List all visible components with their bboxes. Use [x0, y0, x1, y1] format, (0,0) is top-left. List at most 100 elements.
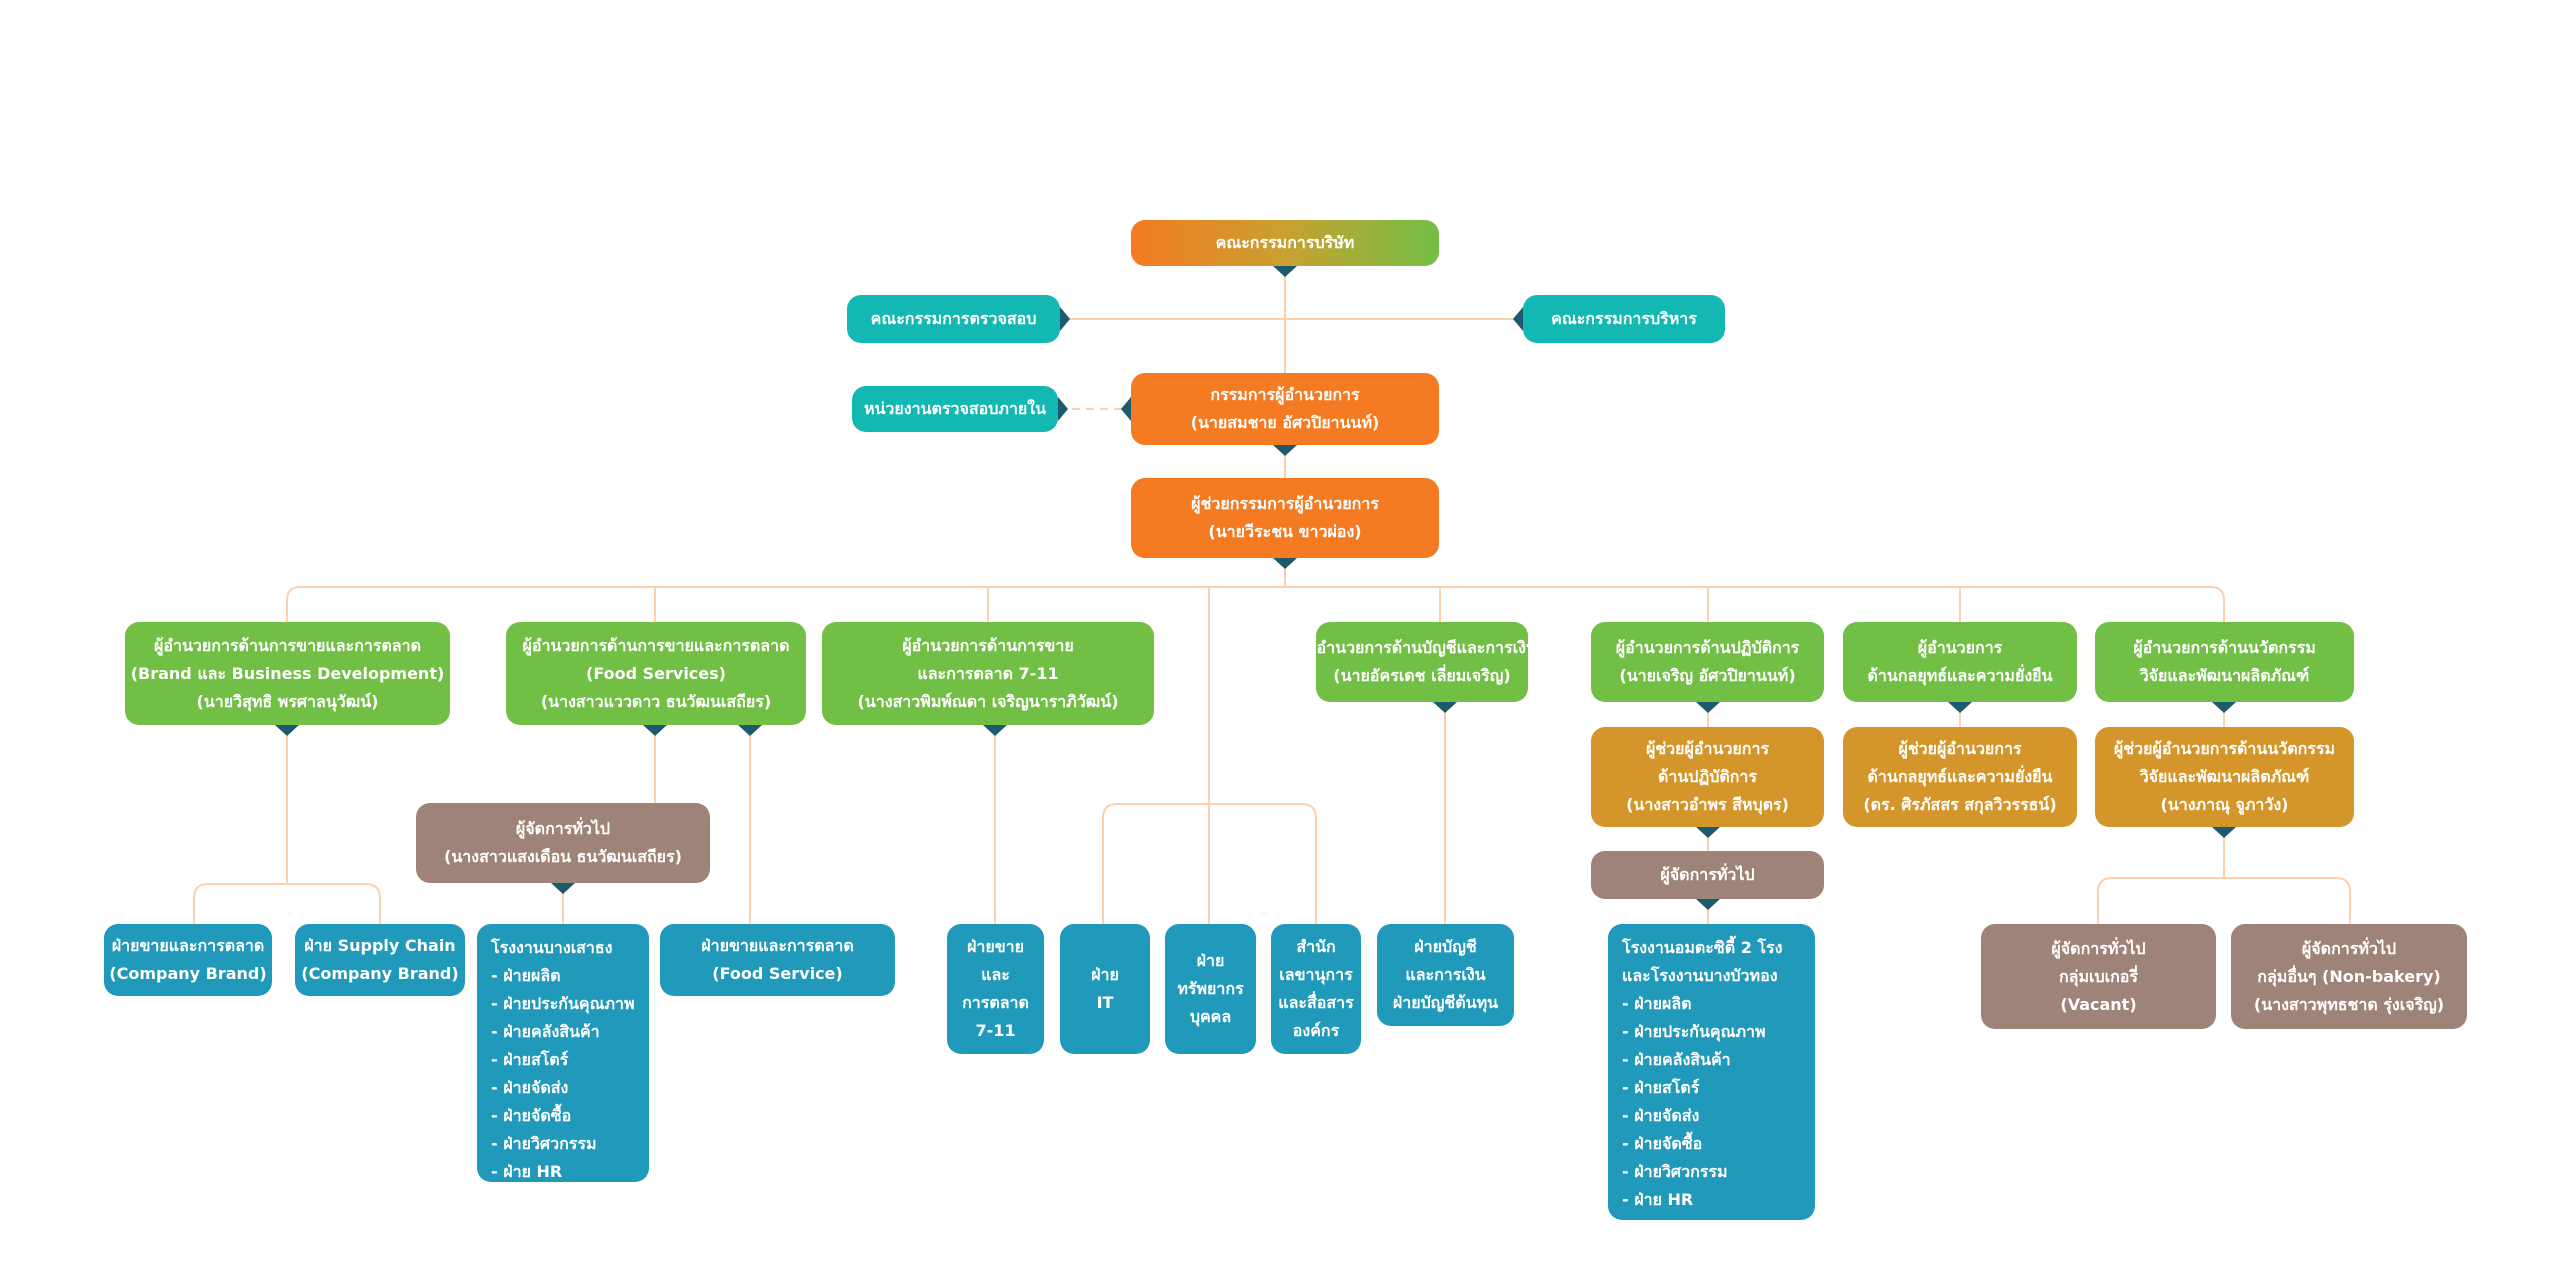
node-label-line: (นายสมชาย อัศวปิยานนท์)	[1190, 413, 1380, 432]
node-dir-711[interactable]: ผู้อำนวยการด้านการขายและการตลาด 7-11 (นาง…	[822, 622, 1154, 725]
arrow-dir-food-icon	[643, 725, 667, 736]
node-label-line: คณะกรรมการตรวจสอบ	[870, 309, 1037, 328]
node-label-line: ผู้จัดการทั่วไป	[515, 819, 611, 838]
node-label-line: และการตลาด 7-11	[917, 663, 1059, 683]
node-dept-sales-food-service[interactable]: ฝ่ายขายและการตลาด(Food Service)	[660, 924, 895, 996]
node-label-line: ผู้ช่วยผู้อำนวยการด้านนวัตกรรม	[2113, 739, 2336, 758]
node-label-line: ผู้อำนวยการด้านการขายและการตลาด	[154, 635, 421, 655]
node-label-line: ผู้ช่วยกรรมการผู้อำนวยการ	[1191, 494, 1379, 513]
node-label-line: ฝ่าย	[1196, 951, 1225, 970]
node-label-line: - ฝ่ายวิศวกรรม	[1622, 1162, 1728, 1181]
arrow-dir-strategy-icon	[1948, 702, 1972, 713]
node-dir-operations[interactable]: ผู้อำนวยการด้านปฏิบัติการ (นายเจริญ อัศวป…	[1591, 622, 1824, 702]
node-dept-amata[interactable]: โรงงานอมตะซิตี้ 2 โรงและโรงงานบางบัวทอง -…	[1608, 924, 1815, 1220]
node-label-line: - ฝ่ายประกันคุณภาพ	[1622, 1022, 1766, 1041]
node-label-line: - ฝ่ายคลังสินค้า	[1622, 1050, 1731, 1069]
node-label-line: (นางภาณุ จูภาวัง)	[2160, 795, 2289, 814]
connector-brand-branch	[193, 883, 381, 924]
node-dept-bangsaothong[interactable]: โรงงานบางเสาธง- ฝ่ายผลิต- ฝ่ายประกันคุณภ…	[477, 924, 649, 1182]
node-label-line: และการเงิน	[1405, 965, 1486, 984]
node-label-line: (นางสาวอำพร สีหบุตร)	[1626, 795, 1789, 814]
node-gm-operations[interactable]: ผู้จัดการทั่วไป	[1591, 851, 1824, 899]
node-label-line: ผู้จัดการทั่วไป	[1660, 865, 1755, 884]
node-dept-sales-company-brand[interactable]: ฝ่ายขายและการตลาด (Company Brand)	[104, 924, 272, 996]
node-label-line: ผู้อำนวยการด้านการขายและการตลาด	[522, 635, 790, 655]
node-label-line: ฝ่ายบัญชีต้นทุน	[1392, 993, 1499, 1012]
arrow-dir-innov-icon	[2212, 702, 2236, 713]
node-label-line: ฝ่ายขายและการตลาด	[111, 936, 265, 955]
node-label-line: ด้านปฏิบัติการ	[1657, 767, 1758, 786]
node-label-line: (Food Service)	[712, 964, 843, 983]
arrow-exec-committee-icon	[1513, 307, 1523, 331]
node-dept-supply-chain[interactable]: ฝ่าย Supply Chain (Company Brand)	[295, 924, 465, 996]
node-label-line: คณะกรรมการบริษัท	[1215, 233, 1355, 252]
node-dir-food[interactable]: ผู้อำนวยการด้านการขายและการตลาด (Food Ser…	[506, 622, 806, 725]
arrow-dir-711-icon	[983, 725, 1007, 736]
arrow-board-icon	[1273, 266, 1297, 277]
node-executive-committee[interactable]: คณะกรรมการบริหาร	[1523, 295, 1725, 343]
node-label-line: (Company Brand)	[109, 964, 267, 983]
node-label-line: ผู้จัดการทั่วไป	[2051, 938, 2146, 958]
node-label-line: - ฝ่ายจัดส่ง	[1622, 1106, 1700, 1125]
arrow-gm-food-icon	[551, 883, 575, 894]
node-label-line: (Food Services)	[586, 663, 726, 683]
arrow-asst-innov-icon	[2212, 827, 2236, 838]
node-board[interactable]: คณะกรรมการบริษัท	[1131, 220, 1439, 266]
node-label-line: และโรงงานบางบัวทอง	[1622, 966, 1778, 985]
node-label-line: ผู้อำนวยการด้านบัญชีและการเงิน	[1307, 638, 1537, 657]
node-label-line: (นางสาวแววดาว ธนวัฒนเสถียร)	[540, 691, 772, 711]
node-label-line: องค์กร	[1292, 1021, 1340, 1040]
arrow-asst-ops-icon	[1696, 827, 1720, 838]
node-label-line: โรงงานอมตะซิตี้ 2 โรง	[1622, 938, 1783, 957]
connector-support-branch	[1102, 803, 1317, 924]
node-label-line: ผู้อำนวยการ	[1917, 638, 2003, 657]
node-label-line: - ฝ่าย HR	[491, 1162, 563, 1181]
node-label-line: (ดร. ศิรภัสสร สกุลวิวรรธน์)	[1863, 795, 2057, 814]
node-asst-innovation[interactable]: ผู้ช่วยผู้อำนวยการด้านนวัตกรรมวิจัยและพั…	[2095, 727, 2354, 827]
node-dept-hr[interactable]: ฝ่ายทรัพยากรบุคคล	[1165, 924, 1256, 1054]
node-label-line: ผู้อำนวยการด้านปฏิบัติการ	[1615, 638, 1800, 657]
node-label-line: - ฝ่ายวิศวกรรม	[491, 1134, 597, 1153]
node-asst-strategy[interactable]: ผู้ช่วยผู้อำนวยการด้านกลยุทธ์และความยั่ง…	[1843, 727, 2077, 827]
node-audit-committee[interactable]: คณะกรรมการตรวจสอบ	[847, 295, 1060, 343]
arrow-dir-finance-icon	[1433, 702, 1457, 713]
node-gm-bakery[interactable]: ผู้จัดการทั่วไปกลุ่มเบเกอรี่(Vacant)	[1981, 924, 2216, 1029]
node-assistant-md[interactable]: ผู้ช่วยกรรมการผู้อำนวยการ(นายวีระชน ขาวผ…	[1131, 478, 1439, 558]
node-dir-strategy[interactable]: ผู้อำนวยการด้านกลยุทธ์และความยั่งยืน	[1843, 622, 2077, 702]
arrow-gm-ops-icon	[1696, 899, 1720, 910]
node-label-line: (นายวิสุทธิ พรศาลนุวัฒน์)	[196, 691, 379, 711]
node-internal-audit[interactable]: หน่วยงานตรวจสอบภายใน	[852, 386, 1058, 432]
node-label-line: - ฝ่ายจัดซื้อ	[491, 1106, 572, 1125]
node-asst-operations[interactable]: ผู้ช่วยผู้อำนวยการด้านปฏิบัติการ(นางสาวอ…	[1591, 727, 1824, 827]
node-label-line: ฝ่ายบัญชี	[1414, 937, 1477, 956]
node-label-line: ผู้อำนวยการด้านการขาย	[902, 635, 1074, 655]
node-label-line: - ฝ่ายจัดส่ง	[491, 1078, 569, 1097]
node-dept-secretary[interactable]: สำนักเลขานุการและสื่อสารองค์กร	[1271, 924, 1361, 1054]
node-dir-innovation[interactable]: ผู้อำนวยการด้านนวัตกรรมวิจัยและพัฒนาผลิต…	[2095, 622, 2354, 702]
node-dir-brand[interactable]: ผู้อำนวยการด้านการขายและการตลาด(Brand แล…	[125, 622, 450, 725]
node-label-line: ฝ่าย Supply Chain	[304, 936, 456, 955]
node-label-line: - ฝ่ายสโตร์	[491, 1050, 569, 1069]
node-label-line: โรงงานบางเสาธง	[491, 938, 613, 957]
node-label-line: ผู้ช่วยผู้อำนวยการ	[1898, 739, 2022, 758]
node-label-line: และสื่อสาร	[1278, 993, 1354, 1012]
node-dept-accounting[interactable]: ฝ่ายบัญชีและการเงินฝ่ายบัญชีต้นทุน	[1377, 924, 1514, 1026]
node-gm-nonbakery[interactable]: ผู้จัดการทั่วไปกลุ่มอื่นๆ (Non-bakery)(น…	[2231, 924, 2467, 1029]
node-dir-finance[interactable]: ผู้อำนวยการด้านบัญชีและการเงิน(นายอัครเด…	[1307, 622, 1537, 702]
node-managing-director[interactable]: กรรมการผู้อำนวยการ(นายสมชาย อัศวปิยานนท์…	[1131, 373, 1439, 445]
arrow-dir-brand-icon	[275, 725, 299, 736]
node-label-line: IT	[1096, 993, 1114, 1012]
node-label-line: ผู้อำนวยการด้านนวัตกรรม	[2133, 638, 2316, 657]
node-label-line: - ฝ่ายสโตร์	[1622, 1078, 1700, 1097]
node-label-line: บุคคล	[1189, 1007, 1232, 1026]
node-label-line: ด้านกลยุทธ์และความยั่งยืน	[1867, 666, 2053, 685]
node-label-line: (นายเจริญ อัศวปิยานนท์)	[1619, 666, 1796, 685]
node-gm-food[interactable]: ผู้จัดการทั่วไป(นางสาวแสงเดือน ธนวัฒนเสถ…	[416, 803, 710, 883]
node-label-line: 7-11	[975, 1021, 1016, 1040]
node-label-line: (นางสาวพิมพ์ณดา เจริญนาราภิวัฒน์)	[857, 691, 1119, 711]
node-label-line: ทรัพยากร	[1177, 979, 1244, 998]
node-label-line: - ฝ่ายประกันคุณภาพ	[491, 994, 635, 1013]
node-label-line: (Company Brand)	[301, 964, 459, 983]
